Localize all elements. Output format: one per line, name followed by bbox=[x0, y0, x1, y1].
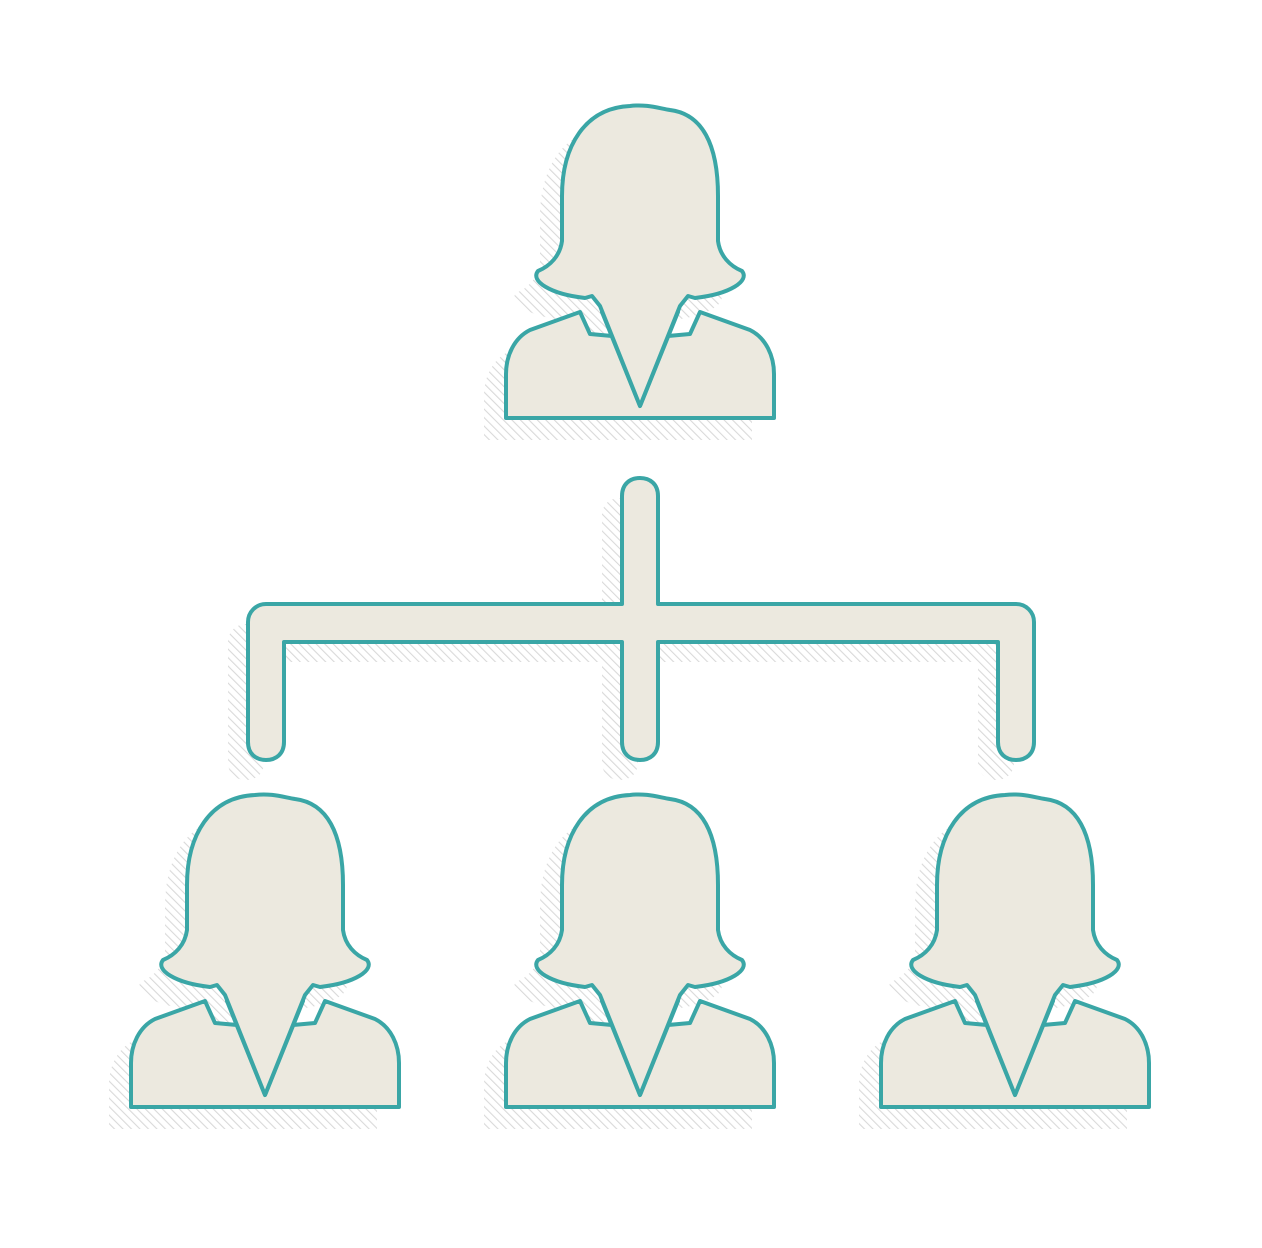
manager-avatar-icon bbox=[504, 103, 776, 420]
employee-avatar-icon bbox=[504, 792, 776, 1109]
tree-connector-icon bbox=[246, 476, 1036, 762]
employee-avatar-icon bbox=[129, 792, 401, 1109]
employee-avatar-icon bbox=[879, 792, 1151, 1109]
